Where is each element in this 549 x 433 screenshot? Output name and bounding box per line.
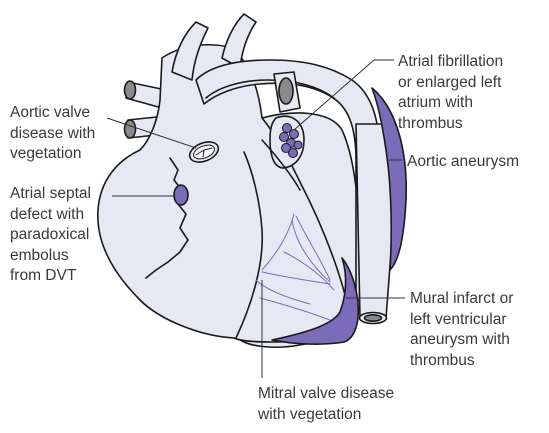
- label-aortic-valve: Aortic valve disease with vegetation: [10, 103, 95, 165]
- label-mitral-valve: Mitral valve disease with vegetation: [258, 384, 394, 425]
- pulmonary-artery-opening: [279, 78, 293, 104]
- atrial-septal-defect: [174, 185, 188, 205]
- label-aortic-aneurysm: Aortic aneurysm: [407, 152, 519, 173]
- lower-pulmonary-vein-opening: [125, 120, 136, 138]
- upper-pulmonary-vein-opening: [125, 81, 136, 99]
- label-atrial-septal-defect: Atrial septal defect with paradoxical em…: [10, 184, 91, 287]
- label-atrial-fibrillation: Atrial fibrillation or enlarged left atr…: [398, 52, 503, 134]
- descending-aorta-lumen: [365, 315, 382, 321]
- label-mural-infarct: Mural infarct or left ventricular aneury…: [410, 289, 513, 371]
- svc-right-branch: [222, 14, 256, 68]
